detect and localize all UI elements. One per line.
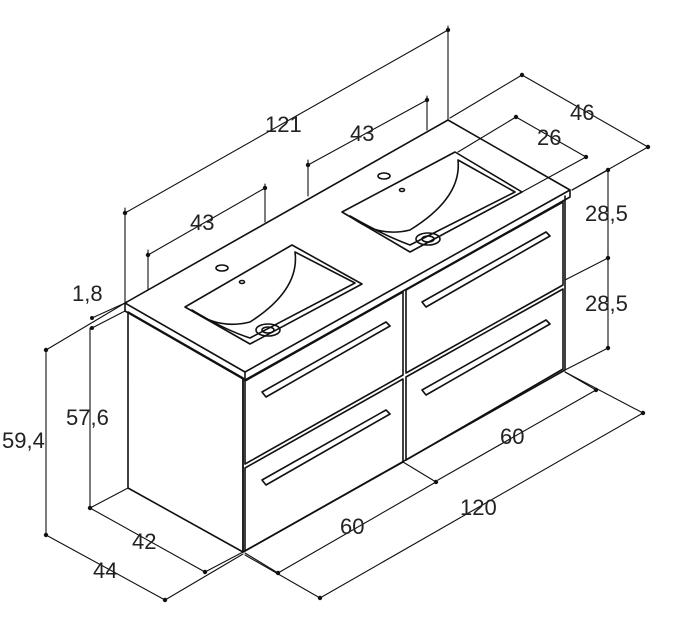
handles [261, 231, 551, 486]
handle-right-upper [421, 231, 551, 308]
label-depth-top: 46 [570, 100, 594, 125]
label-module-right-width: 60 [500, 424, 524, 449]
drain-right [415, 232, 441, 246]
label-drawer-height-lower: 28,5 [585, 291, 628, 316]
drawer-left-lower [244, 378, 404, 552]
drawers [244, 201, 564, 552]
label-total-depth: 44 [93, 558, 117, 583]
label-countertop-thickness: 1,8 [72, 281, 103, 306]
label-cabinet-height: 57,6 [66, 405, 109, 430]
label-drawer-height-upper: 28,5 [585, 201, 628, 226]
label-total-height: 59,4 [2, 428, 45, 453]
handle-left-lower [261, 409, 391, 486]
label-basin-depth: 26 [537, 125, 561, 150]
tap-hole-right [377, 172, 391, 180]
drawer-left-upper [244, 291, 404, 465]
dimension-labels: 121 43 43 46 26 1,8 28,5 28,5 59,4 57,6 … [2, 100, 628, 583]
handle-right-lower [421, 319, 551, 396]
drawer-right-lower [405, 288, 564, 461]
basin-left [184, 244, 363, 345]
label-cabinet-width: 120 [460, 495, 497, 520]
label-cabinet-depth: 42 [132, 529, 156, 554]
cabinet-body [127, 195, 566, 553]
drain-left [255, 323, 281, 337]
basin-left-rim [184, 244, 363, 345]
label-total-width-top: 121 [265, 112, 302, 137]
cabinet-side-panel [127, 311, 244, 553]
handle-left-upper [261, 321, 391, 398]
label-basin-right-width: 43 [350, 121, 374, 146]
basin-right [341, 151, 523, 253]
label-basin-left-width: 43 [190, 210, 214, 235]
tap-hole-left [215, 264, 229, 272]
label-module-left-width: 60 [340, 514, 364, 539]
drawer-right-upper [405, 201, 564, 374]
dimension-lines [43, 25, 651, 603]
countertop-top-surface [124, 119, 571, 373]
countertop [124, 119, 571, 381]
